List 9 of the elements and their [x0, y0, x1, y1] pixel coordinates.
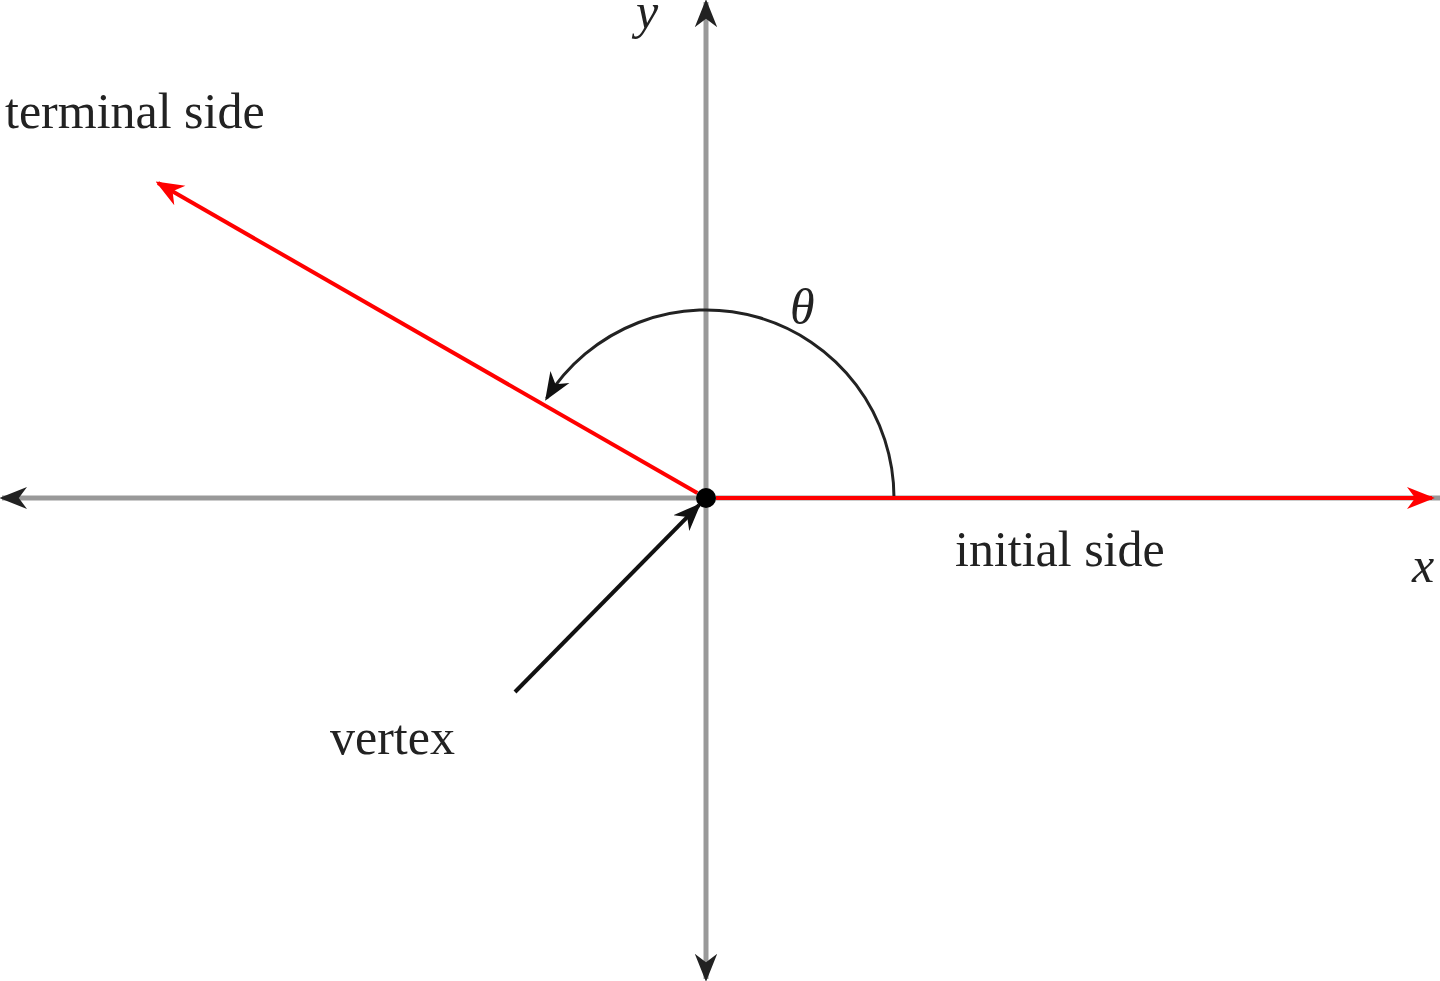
- vertex-point: [696, 488, 716, 508]
- leader-arrow: [513, 503, 701, 694]
- angle-label: θ: [790, 282, 815, 332]
- ray-arrow: [716, 486, 1435, 510]
- vertex-label: vertex: [330, 712, 456, 762]
- ray-label: initial side: [955, 524, 1165, 574]
- ray-label: terminal side: [5, 86, 265, 136]
- axis-label: x: [1412, 540, 1435, 590]
- ray-arrow: [155, 181, 699, 495]
